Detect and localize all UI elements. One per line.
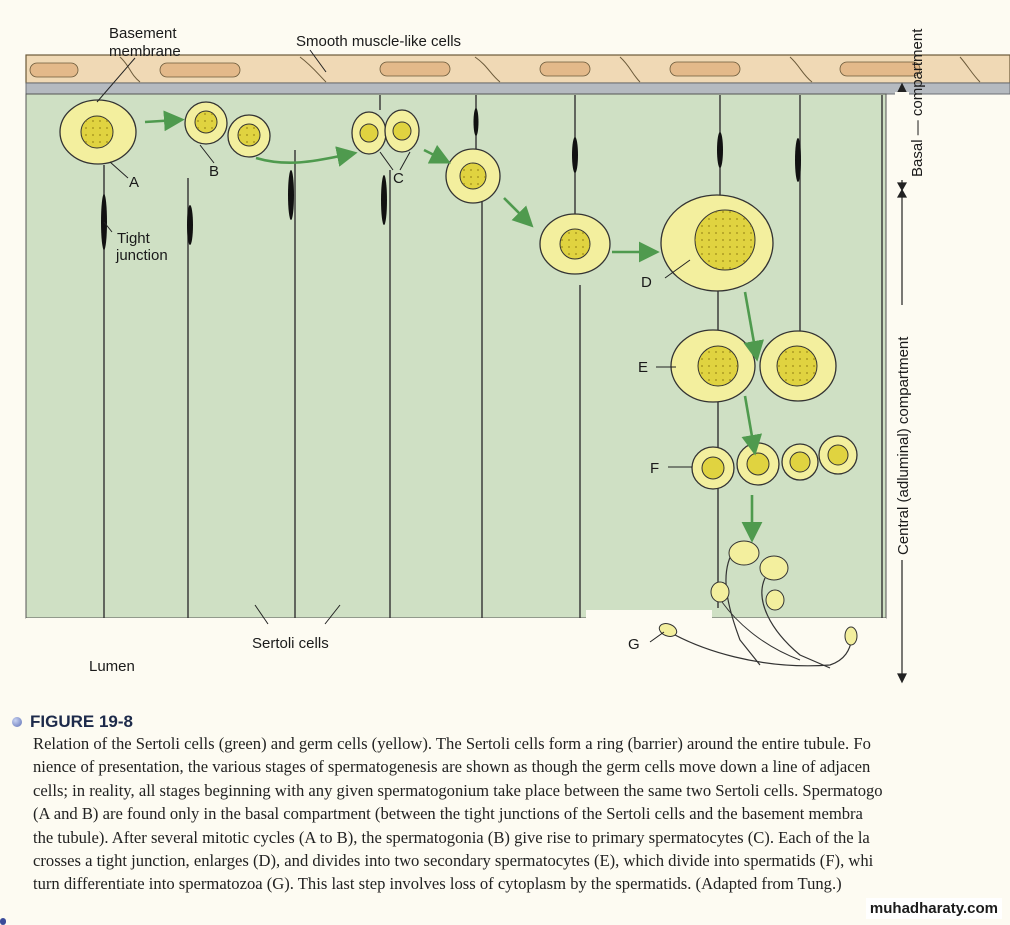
basement-membrane (25, 82, 1010, 95)
label-A: A (129, 174, 139, 191)
label-B: B (209, 163, 219, 180)
label-D: D (641, 274, 652, 291)
bullet-icon (12, 717, 22, 727)
label-central-compartment: Central (adluminal) compartment (895, 336, 912, 555)
caption-line-4: (A and B) are found only in the basal co… (33, 804, 863, 824)
caption-line-7: turn differentiate into spermatozoa (G).… (33, 874, 842, 894)
label-sertoli: Sertoli cells (252, 635, 329, 652)
caption-line-2: nience of presentation, the various stag… (33, 757, 871, 777)
cell-G (658, 540, 858, 669)
figure-title: FIGURE 19-8 (12, 712, 1010, 732)
label-lumen: Lumen (89, 658, 135, 675)
cell-C (351, 109, 420, 155)
label-E: E (638, 359, 648, 376)
label-smooth-muscle: Smooth muscle-like cells (296, 33, 461, 50)
label-leaders (96, 49, 692, 643)
cell-mid-2 (539, 213, 611, 275)
caption-line-3: cells; in reality, all stages beginning … (33, 780, 883, 800)
label-basement-1: Basement (109, 25, 177, 42)
cell-D (660, 194, 774, 292)
watermark: muhadharaty.com (865, 898, 1002, 919)
figure-caption: FIGURE 19-8 Relation of the Sertoli cell… (12, 712, 1010, 896)
label-F: F (650, 460, 659, 477)
germ-cells (59, 99, 858, 669)
caption-line-6: crosses a tight junction, enlarges (D), … (33, 851, 874, 871)
cell-B (184, 101, 271, 158)
label-tight-2: junction (115, 247, 168, 264)
cell-A (59, 99, 137, 165)
caption-line-1: Relation of the Sertoli cells (green) an… (33, 734, 871, 753)
label-basal-compartment: Basal — compartment (909, 28, 926, 177)
smooth-muscle-layer (25, 54, 1010, 84)
label-tight-1: Tight (117, 230, 151, 247)
progression-arrows (144, 110, 764, 543)
label-C: C (393, 170, 404, 187)
caption-line-5: the tubule). After several mitotic cycle… (33, 827, 870, 847)
cell-mid-1 (445, 148, 501, 204)
corner-mark (0, 918, 6, 925)
spermatogenesis-diagram: Basement membrane Smooth muscle-like cel… (25, 25, 1010, 684)
cell-E (670, 329, 837, 403)
label-basement-2: membrane (109, 43, 181, 60)
compartment-indicator (895, 82, 909, 684)
figure-title-text: FIGURE 19-8 (30, 712, 133, 731)
label-G: G (628, 636, 640, 653)
